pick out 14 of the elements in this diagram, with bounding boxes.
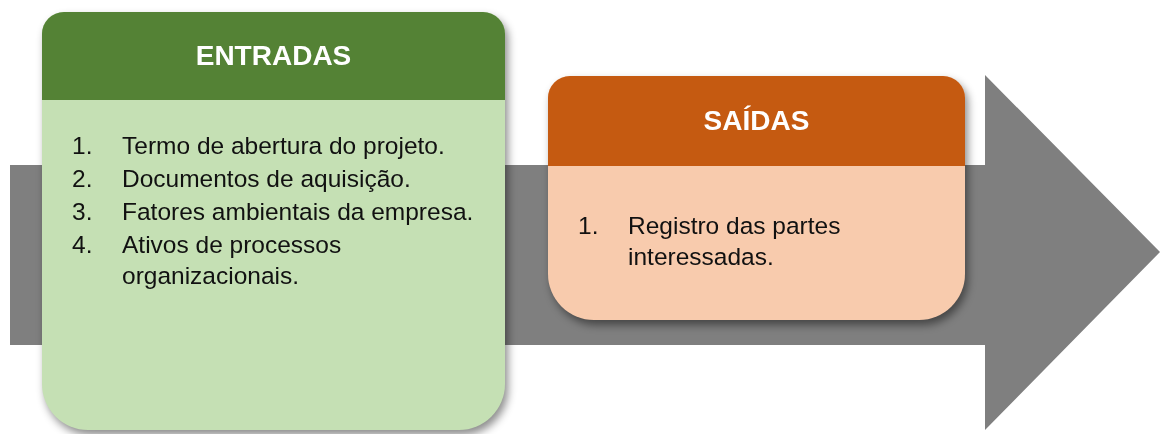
list-item: Fatores ambientais da empresa. [122,197,474,227]
list-item: Registro das partes interessadas. [628,211,842,272]
list-item: Documentos de aquisição. [122,164,411,194]
list-number: 1. [72,131,94,161]
list-number: 3. [72,197,94,227]
heading: SAÍDAS [703,105,810,137]
list-number: 1. [578,211,600,241]
list-number: 2. [72,164,94,194]
list-number: 4. [72,230,94,260]
card [548,76,965,320]
heading: ENTRADAS [195,40,352,72]
list-item: Termo de abertura do projeto. [122,131,445,161]
card [42,12,505,430]
list-item: Ativos de processos organizacionais. [122,230,343,291]
